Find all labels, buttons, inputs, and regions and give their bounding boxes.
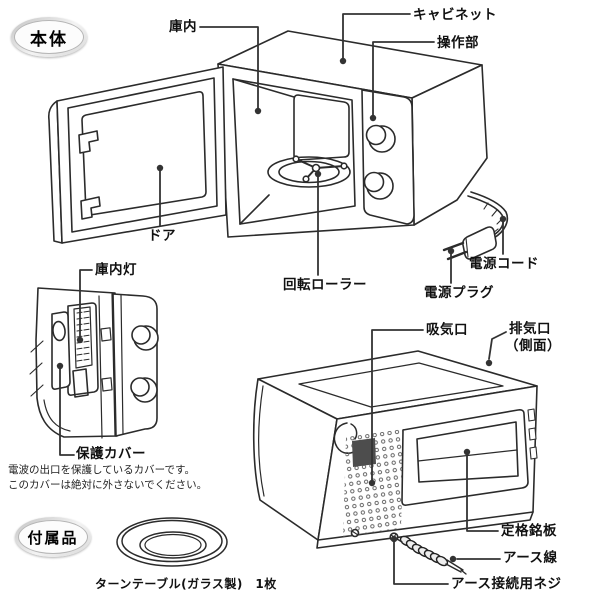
label-roller: 回転ローラー (283, 277, 367, 293)
leader-cavity-lamp (76, 269, 93, 344)
label-exhaust-vent: 排気口 (509, 321, 551, 337)
label-power-cord: 電源コード (469, 256, 539, 272)
leader-cavity (199, 26, 262, 115)
leader-exhaust-vent (485, 331, 507, 367)
protective-cover-note-line2: このカバーは絶対に外さないでください。 (8, 479, 208, 491)
leader-protective-cover (56, 362, 75, 456)
main-unit-badge-label: 本体 (14, 20, 84, 54)
leader-intake-vent (368, 329, 424, 487)
label-protective-cover: 保護カバー (76, 446, 146, 462)
label-cabinet: キャビネット (413, 7, 497, 23)
leader-control-panel (369, 41, 435, 122)
label-cavity-lamp: 庫内灯 (95, 262, 137, 278)
main-unit-badge: 本体 (11, 17, 87, 57)
label-cavity: 庫内 (169, 19, 197, 35)
protective-cover-note-line1: 電波の出口を保護しているカバーです。 (8, 464, 196, 476)
accessories-badge-label: 付属品 (18, 520, 88, 554)
label-door: ドア (148, 228, 176, 244)
leader-rating-plate (463, 448, 499, 532)
turntable-drawing (116, 517, 228, 567)
leader-door (156, 164, 164, 227)
leader-earth-screw (390, 535, 449, 585)
lamp-detail-drawing (29, 287, 159, 439)
leader-roller (314, 170, 322, 276)
label-intake-vent: 吸気口 (426, 322, 468, 338)
accessories-badge: 付属品 (15, 517, 91, 557)
label-exhaust-vent-note: （側面） (505, 338, 561, 354)
label-power-plug: 電源プラグ (424, 285, 494, 301)
leader-earth-wire (449, 555, 501, 563)
label-rating-plate: 定格銘板 (501, 523, 557, 539)
leader-cabinet (339, 13, 411, 65)
label-earth-wire: アース線 (503, 550, 558, 566)
label-control-panel: 操作部 (437, 35, 479, 51)
label-earth-screw: アース接続用ネジ (451, 576, 562, 592)
leader-power-plug (447, 247, 455, 284)
leader-power-cord (499, 215, 507, 255)
turntable-caption: ターンテーブル(ガラス製) 1枚 (95, 577, 277, 591)
main-microwave-drawing (47, 30, 509, 261)
